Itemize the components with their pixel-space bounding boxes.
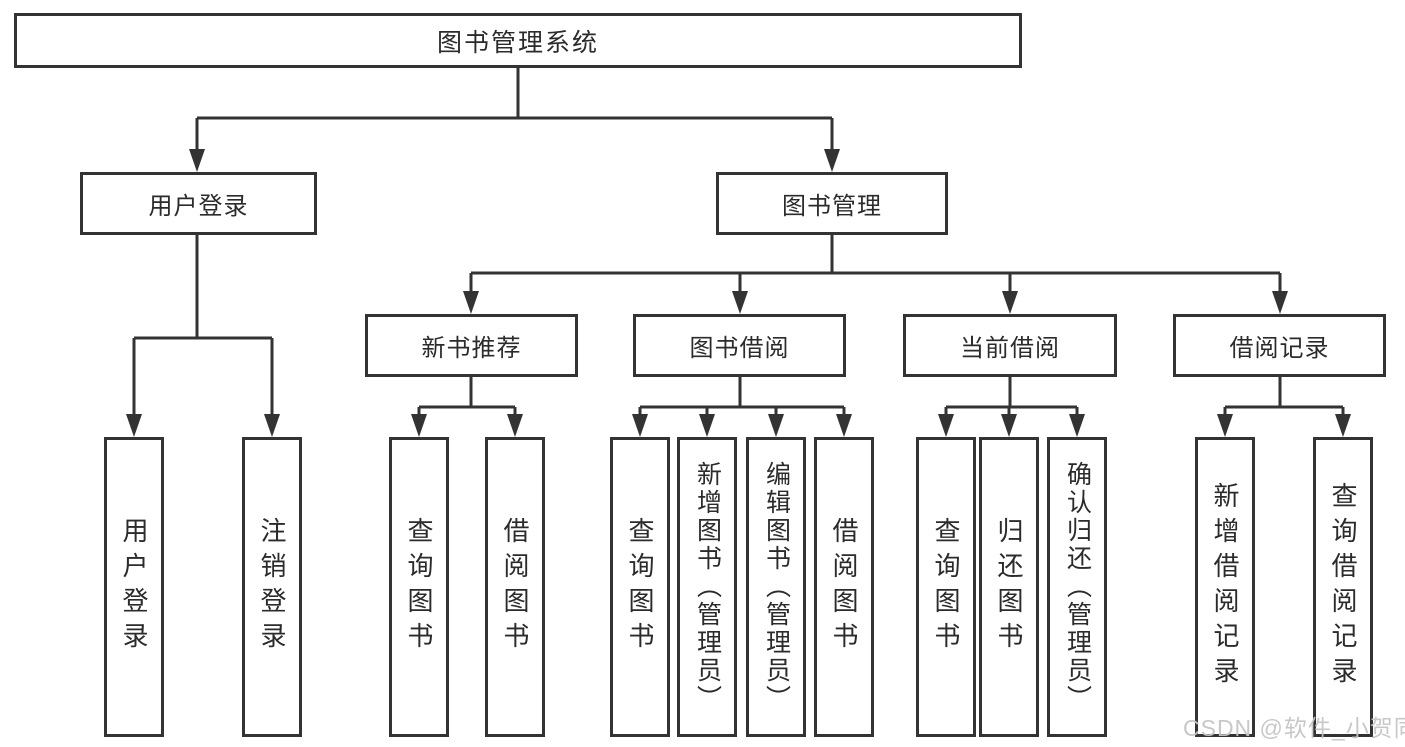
leaf-logout-label: 注销登录 bbox=[257, 517, 287, 657]
leaf-borrow-query-books: 查询图书 bbox=[610, 437, 670, 737]
arrowhead bbox=[411, 414, 427, 437]
leaf-edit-book-admin: 编辑图书（管理员） bbox=[746, 437, 806, 737]
node-current-borrow-label: 当前借阅 bbox=[960, 335, 1060, 362]
node-borrow-records-label: 借阅记录 bbox=[1229, 335, 1330, 362]
node-user-login: 用户登录 bbox=[80, 172, 317, 235]
leaf-add-borrow-record-label: 新增借阅记录 bbox=[1210, 482, 1240, 692]
connector-records-to-leaves bbox=[1217, 377, 1351, 437]
leaf-user-login: 用户登录 bbox=[104, 437, 164, 737]
leaf-borrow-books: 借阅图书 bbox=[814, 437, 874, 737]
csdn-watermark: CSDN @软件_小贺同学 bbox=[1183, 715, 1405, 741]
connector-current-to-leaves bbox=[938, 377, 1085, 437]
leaf-add-book-admin: 新增图书（管理员） bbox=[677, 437, 737, 737]
node-new-book-recommend-label: 新书推荐 bbox=[421, 335, 522, 362]
arrowhead bbox=[1335, 414, 1351, 437]
arrowhead bbox=[699, 414, 715, 437]
arrowhead bbox=[264, 414, 280, 437]
arrowhead bbox=[632, 414, 648, 437]
connector-login-to-leaves bbox=[126, 235, 280, 437]
leaf-return-book-label: 归还图书 bbox=[994, 517, 1024, 657]
leaf-borrow-books-label: 借阅图书 bbox=[829, 517, 859, 657]
leaf-query-borrow-record: 查询借阅记录 bbox=[1313, 437, 1373, 737]
leaf-return-book: 归还图书 bbox=[979, 437, 1039, 737]
leaf-logout: 注销登录 bbox=[242, 437, 302, 737]
arrowhead bbox=[126, 414, 142, 437]
arrowhead bbox=[1069, 414, 1085, 437]
arrowhead bbox=[824, 149, 840, 172]
leaf-add-borrow-record: 新增借阅记录 bbox=[1195, 437, 1255, 737]
leaf-recommend-query-books-label: 查询图书 bbox=[404, 517, 434, 657]
node-root-label: 图书管理系统 bbox=[436, 28, 599, 57]
leaf-current-query-books: 查询图书 bbox=[916, 437, 976, 737]
arrowhead bbox=[1002, 291, 1018, 314]
node-book-borrow: 图书借阅 bbox=[633, 314, 846, 377]
node-book-management-label: 图书管理 bbox=[782, 193, 882, 220]
arrowhead bbox=[938, 414, 954, 437]
leaf-edit-book-admin-label: 编辑图书（管理员） bbox=[762, 461, 791, 713]
arrowhead bbox=[189, 149, 205, 172]
node-new-book-recommend: 新书推荐 bbox=[365, 314, 578, 377]
connector-recommend-to-leaves bbox=[411, 377, 523, 437]
arrowhead bbox=[836, 414, 852, 437]
leaf-add-book-admin-label: 新增图书（管理员） bbox=[693, 461, 722, 713]
arrowhead bbox=[1272, 291, 1288, 314]
leaf-recommend-borrow-books-label: 借阅图书 bbox=[500, 517, 530, 657]
node-book-management: 图书管理 bbox=[716, 172, 948, 235]
leaf-confirm-return-admin: 确认归还（管理员） bbox=[1047, 437, 1107, 737]
arrowhead bbox=[463, 291, 479, 314]
node-borrow-records: 借阅记录 bbox=[1173, 314, 1386, 377]
connector-borrow-to-leaves bbox=[632, 377, 852, 437]
arrowhead bbox=[768, 414, 784, 437]
arrowhead bbox=[507, 414, 523, 437]
node-user-login-label: 用户登录 bbox=[148, 193, 249, 220]
connector-management-to-modules bbox=[463, 235, 1288, 314]
arrowhead bbox=[1001, 414, 1017, 437]
leaf-user-login-label: 用户登录 bbox=[119, 517, 149, 657]
leaf-confirm-return-admin-label: 确认归还（管理员） bbox=[1063, 461, 1092, 713]
node-book-borrow-label: 图书借阅 bbox=[689, 335, 790, 362]
leaf-borrow-query-books-label: 查询图书 bbox=[625, 517, 655, 657]
node-current-borrow: 当前借阅 bbox=[903, 314, 1117, 377]
leaf-query-borrow-record-label: 查询借阅记录 bbox=[1328, 482, 1358, 692]
arrowhead bbox=[732, 291, 748, 314]
leaf-recommend-query-books: 查询图书 bbox=[389, 437, 449, 737]
leaf-current-query-books-label: 查询图书 bbox=[931, 517, 961, 657]
arrowhead bbox=[1217, 414, 1233, 437]
connector-root-to-level2 bbox=[189, 68, 840, 172]
leaf-recommend-borrow-books: 借阅图书 bbox=[485, 437, 545, 737]
node-root: 图书管理系统 bbox=[14, 13, 1022, 68]
